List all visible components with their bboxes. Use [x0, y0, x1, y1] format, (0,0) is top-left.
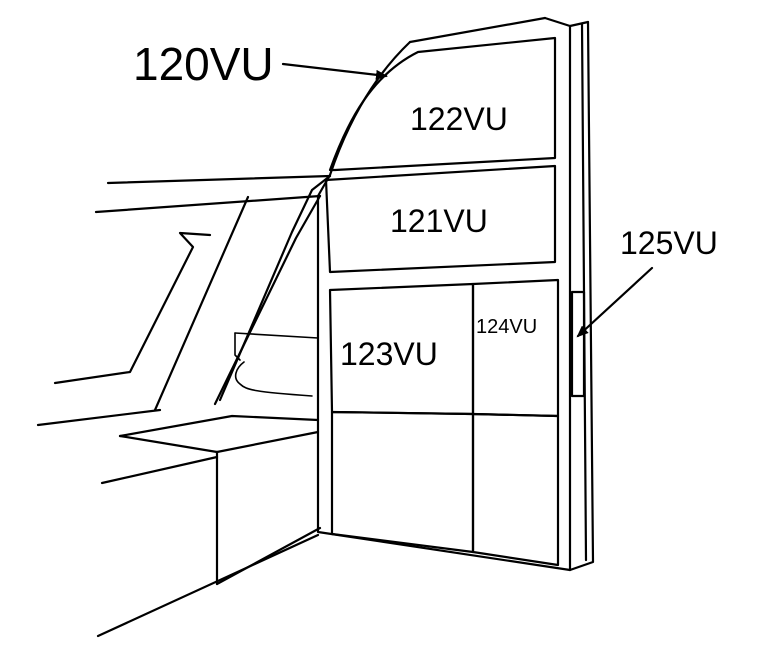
label-123vu: 123VU: [340, 336, 438, 372]
label-125vu: 125VU: [620, 225, 718, 261]
label-121vu: 121VU: [390, 203, 488, 239]
label-124vu: 124VU: [476, 316, 537, 338]
panel-124vu: [471, 278, 560, 418]
panel-125vu: [570, 290, 586, 398]
blank-panel-right: [471, 412, 560, 567]
panel-122vu: [328, 36, 557, 172]
blank-panel-left: [330, 410, 475, 554]
console-desk: [96, 414, 322, 638]
label-122vu: 122VU: [410, 101, 508, 137]
label-120vu: 120VU: [133, 38, 274, 90]
arrow-120vu: [281, 62, 388, 80]
cabin-background: [36, 174, 332, 427]
panel-121vu: [324, 164, 557, 274]
rack-120vu: [316, 16, 595, 572]
arrow-125vu: [576, 266, 654, 338]
